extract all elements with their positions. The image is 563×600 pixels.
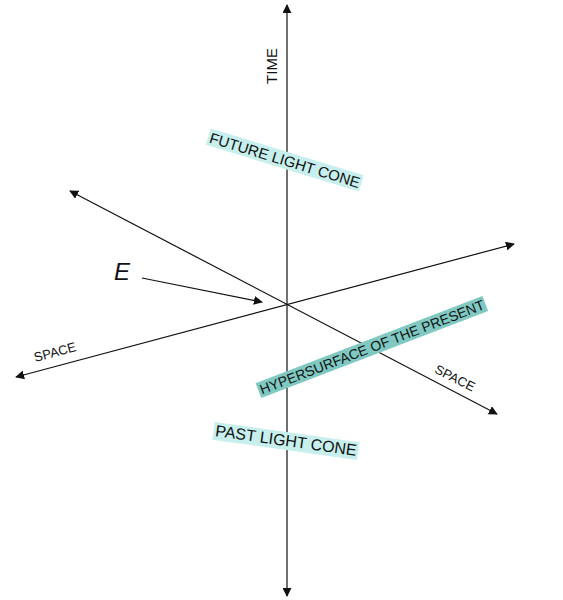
node-outline bbox=[148, 26, 428, 316]
node-label: PAST LIGHT CONE bbox=[212, 422, 359, 460]
event-label: E bbox=[112, 259, 132, 285]
leader-arrow bbox=[142, 278, 262, 302]
future-light-cone: FUTURE LIGHT CONE bbox=[148, 26, 428, 316]
space-axis bbox=[70, 191, 497, 414]
node-label: FUTURE LIGHT CONE bbox=[206, 128, 364, 191]
time-axis-label: TIME bbox=[263, 46, 280, 86]
space-axis-label: SPACE bbox=[431, 361, 480, 396]
space-axis bbox=[16, 244, 514, 377]
time-axis bbox=[286, 5, 287, 596]
space-axis-label: SPACE bbox=[30, 339, 79, 366]
plane-shape bbox=[14, 213, 552, 432]
